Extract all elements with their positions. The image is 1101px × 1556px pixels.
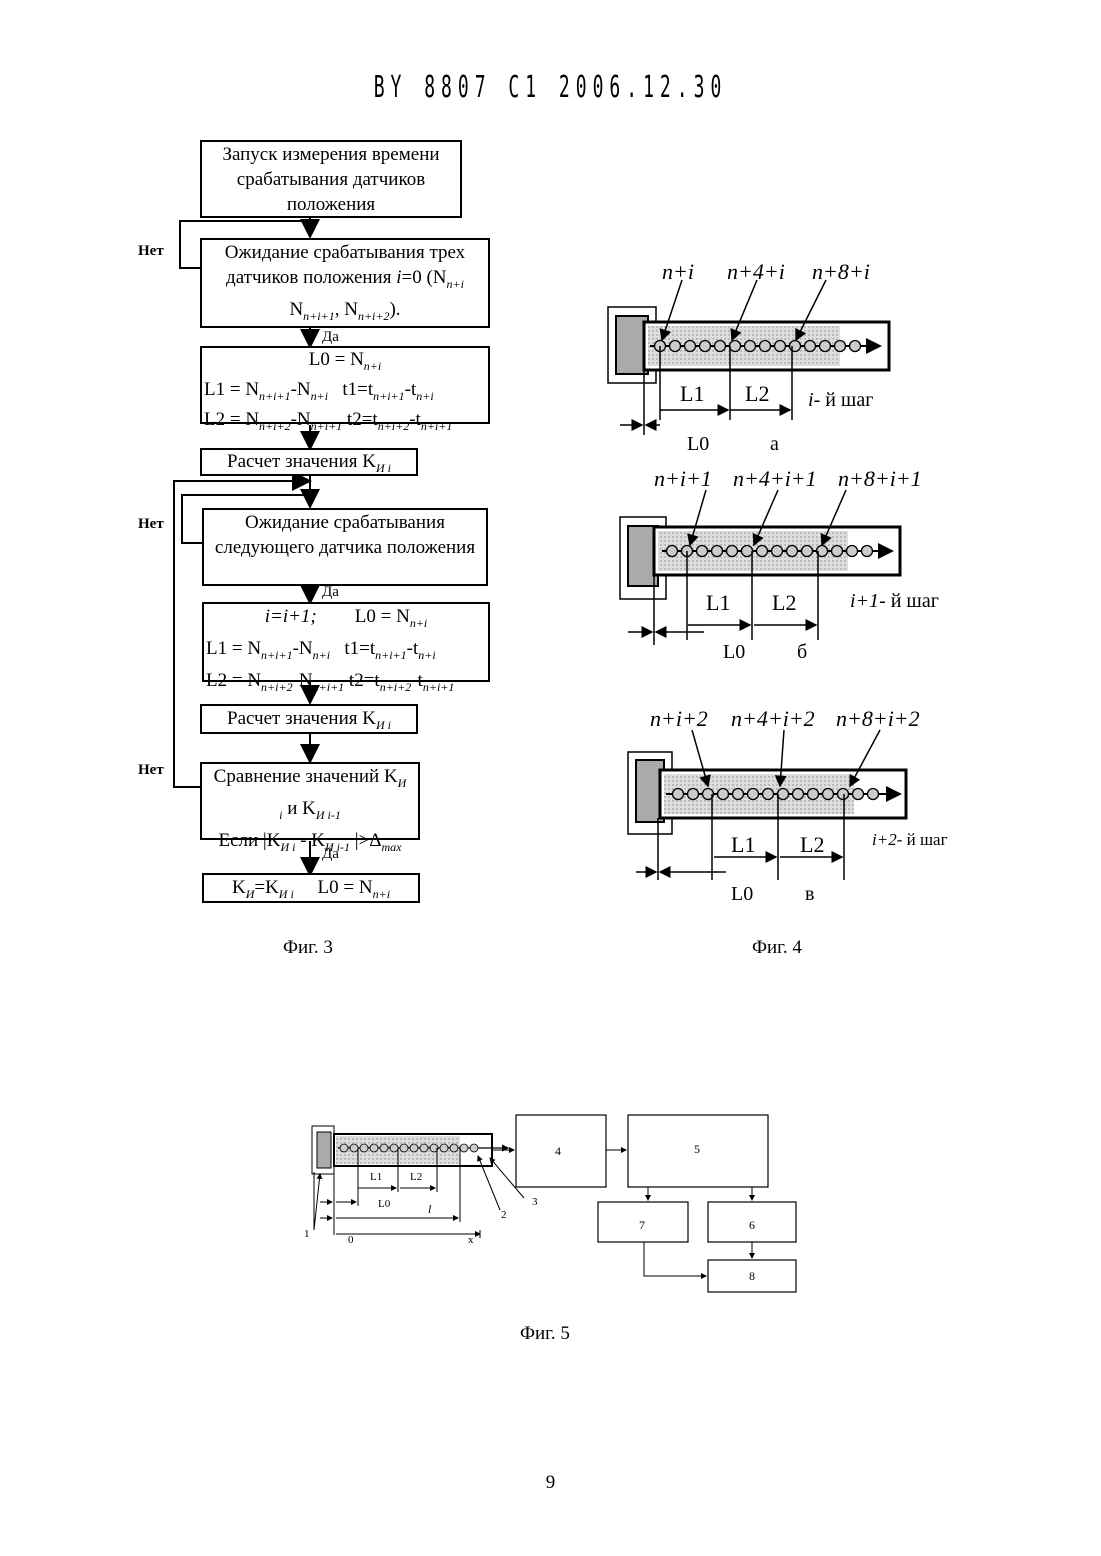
page-number: 9 (0, 1472, 1101, 1494)
fc-step-i: i=i+1; L0 = Nn+i (204, 604, 488, 636)
fig5-drawing (300, 1110, 810, 1310)
patent-header: BY 8807 C1 2006.12.30 (220, 70, 881, 105)
fig4-b-L2: L2 (772, 590, 796, 616)
fig5-block-6: 6 (749, 1218, 755, 1233)
fc-wait-next-box: Ожидание срабатывания следующего датчика… (202, 508, 488, 586)
fig4-c-L0: L0 (731, 883, 753, 906)
fig5-l: l (428, 1202, 431, 1217)
fc-init-l0: L0 = Nn+i (202, 348, 488, 378)
fc-wait-line1: Ожидание срабатывания трех (202, 240, 488, 265)
fig5-caption: Фиг. 5 (520, 1323, 570, 1345)
fig4-c-label-1: n+i+2 (650, 706, 708, 732)
fc-no-label-1: Нет (138, 243, 164, 260)
fig4-b-step: i+1- й шаг (850, 590, 939, 613)
fc-yes-label-2: Да (322, 584, 339, 601)
fc-compare-line1: Сравнение значений KИ (202, 764, 418, 796)
fc-step-l1: L1 = Nn+i+1-Nn+i t1=tn+i+1-tn+i (204, 636, 488, 668)
fig4-c-L2: L2 (800, 832, 824, 858)
fig4-c-drawing (628, 730, 906, 880)
fig4-c-step: i+2- й шаг (872, 830, 948, 850)
fig4-a-L2: L2 (745, 381, 769, 407)
fig4-b-L0: L0 (723, 641, 745, 664)
fig4-b-drawing (620, 490, 900, 645)
fig4-b-L1: L1 (706, 590, 730, 616)
fig3-caption: Фиг. 3 (283, 937, 333, 959)
fig4-a-L1: L1 (680, 381, 704, 407)
fig4-b-label-1: n+i+1 (654, 466, 712, 492)
fig4-a-L0: L0 (687, 433, 709, 456)
fig5-block-5: 5 (694, 1142, 700, 1157)
fig5-mark-2: 2 (501, 1209, 507, 1221)
fig4-a-letter: а (770, 433, 779, 456)
fc-init-l1: L1 = Nn+i+1-Nn+i t1=tn+i+1-tn+i (202, 378, 488, 408)
fig4-a-label-2: n+4+i (727, 259, 785, 285)
fc-init-l2: L2 = Nn+i+2-Nn+i+1 t2=tn+i+2-tn+i+1 (202, 408, 488, 438)
fc-final-box: KИ=KИ i L0 = Nn+i (202, 873, 420, 903)
fig4-b-label-2: n+4+i+1 (733, 466, 817, 492)
fig5-block-8: 8 (749, 1269, 755, 1284)
fc-compare-line2: i и KИ i-1 (202, 796, 418, 828)
fc-start-box: Запуск измерения времени срабатывания да… (200, 140, 462, 218)
fig4-a-label-3: n+8+i (812, 259, 870, 285)
fc-wait-line2: датчиков положения i=0 (Nn+i (202, 265, 488, 297)
fc-init-box: L0 = Nn+i L1 = Nn+i+1-Nn+i t1=tn+i+1-tn+… (200, 346, 490, 424)
fig5-L2: L2 (410, 1171, 422, 1183)
fig4-a-step: i- й шаг (808, 389, 873, 412)
fig4-b-letter: б (797, 641, 807, 664)
fc-yes-label-1: Да (322, 329, 339, 346)
fc-calc-box-1: Расчет значения KИ i (200, 448, 418, 476)
fig5-block-7: 7 (639, 1218, 645, 1233)
fig4-b-label-3: n+8+i+1 (838, 466, 922, 492)
fc-no-label-2: Нет (138, 516, 164, 533)
fc-step-l2: L2 = Nn+i+2-Nn+i+1 t2=tn+i+2-tn+i+1 (204, 668, 488, 700)
fig5-block-4: 4 (555, 1144, 561, 1159)
fc-wait-three-box: Ожидание срабатывания трех датчиков поло… (200, 238, 490, 328)
fig5-x: x (468, 1234, 474, 1246)
fc-no-label-3: Нет (138, 762, 164, 779)
fig4-drawing (600, 250, 970, 910)
fig5-L1: L1 (370, 1171, 382, 1183)
fig4-a-label-1: n+i (662, 259, 694, 285)
fc-compare-box: Сравнение значений KИ i и KИ i-1 Если |K… (200, 762, 420, 840)
fc-yes-label-3: Да (322, 846, 339, 863)
fig5-zero: 0 (348, 1234, 354, 1246)
fig4-c-label-2: n+4+i+2 (731, 706, 815, 732)
fig5-mark-3: 3 (532, 1196, 538, 1208)
fig5-L0: L0 (378, 1198, 390, 1210)
fig5-mark-1: 1 (304, 1228, 310, 1240)
fc-compare-line3: Если |KИ i - KИ i-1 |>Δmax (202, 828, 418, 860)
fig4-c-L1: L1 (731, 832, 755, 858)
fig4-c-letter: в (805, 883, 814, 906)
fig4-caption: Фиг. 4 (752, 937, 802, 959)
fig4-c-label-3: n+8+i+2 (836, 706, 920, 732)
fc-step-box: i=i+1; L0 = Nn+i L1 = Nn+i+1-Nn+i t1=tn+… (202, 602, 490, 682)
fc-calc-box-2: Расчет значения KИ i (200, 704, 418, 734)
fc-wait-line3: Nn+i+1, Nn+i+2). (202, 297, 488, 329)
